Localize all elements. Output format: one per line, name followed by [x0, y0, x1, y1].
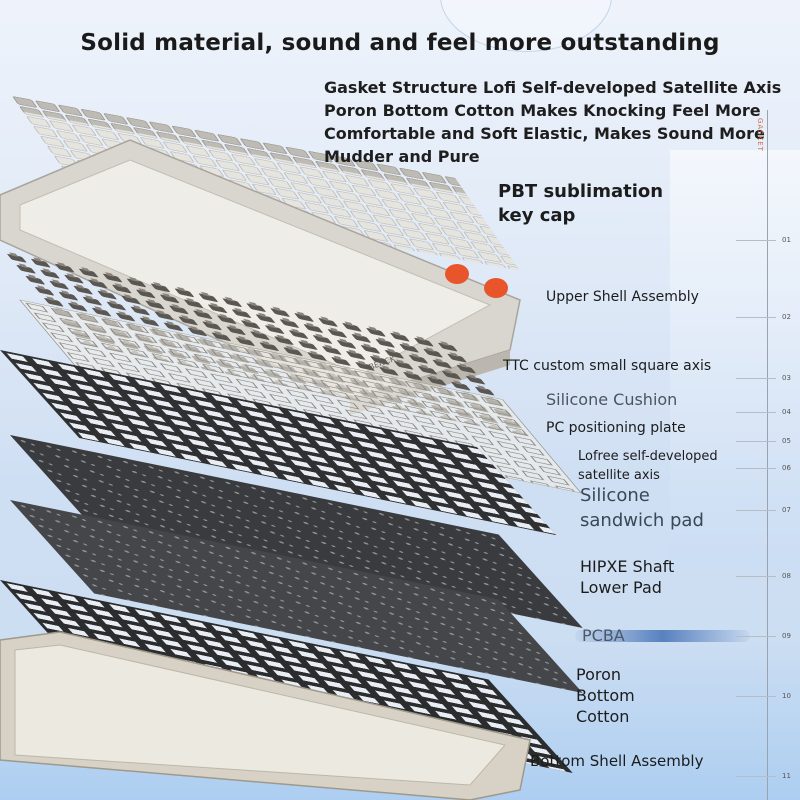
label-sandwich-line1: Silicone	[580, 485, 650, 506]
feature-description: Gasket Structure Lofi Self-developed Sat…	[324, 78, 782, 166]
label-poron-line1: Poron	[576, 665, 622, 684]
ruler-header: GASKET	[756, 118, 764, 152]
ruler-tick	[736, 412, 776, 413]
ruler-tick	[736, 378, 776, 379]
ruler-tick-label: 02	[782, 313, 791, 321]
label-pc-plate: PC positioning plate	[546, 420, 686, 436]
label-pbt-keycap: PBT sublimation key cap	[498, 180, 663, 228]
label-poron-line3: Cotton	[576, 707, 630, 726]
ruler-tick	[736, 468, 776, 469]
ruler-tick	[736, 317, 776, 318]
label-sandwich-line2: sandwich pad	[580, 510, 704, 531]
label-upper-shell: Upper Shell Assembly	[546, 289, 699, 305]
orange-knob-right	[484, 278, 508, 298]
ruler-tick	[736, 441, 776, 442]
ruler-tick-label: 05	[782, 437, 791, 445]
pcba-highlight-bar	[575, 630, 750, 642]
ruler-tick	[736, 776, 776, 777]
label-hipxe-line2: Lower Pad	[580, 578, 662, 597]
label-hipxe-pad: HIPXE Shaft Lower Pad	[580, 556, 674, 598]
ruler-tick-label: 06	[782, 464, 791, 472]
label-poron-cotton: Poron Bottom Cotton	[576, 664, 635, 727]
ruler-tick	[736, 510, 776, 511]
label-sandwich-pad: Silicone sandwich pad	[580, 483, 704, 533]
label-lofree-axis: Lofree self-developed satellite axis	[578, 447, 718, 485]
ruler-tick	[736, 576, 776, 577]
keycap-layer	[10, 95, 521, 271]
ruler-tick-label: 04	[782, 408, 791, 416]
ruler-tick-label: 09	[782, 632, 791, 640]
ruler-line	[767, 110, 768, 800]
ruler-tick	[736, 696, 776, 697]
ruler-tick-label: 03	[782, 374, 791, 382]
page-title: Solid material, sound and feel more outs…	[80, 30, 720, 56]
ruler-tick-label: 11	[782, 772, 791, 780]
label-poron-line2: Bottom	[576, 686, 635, 705]
orange-knob-left	[445, 264, 469, 284]
label-lofree-line2: satellite axis	[578, 468, 660, 483]
label-lofree-line1: Lofree self-developed	[578, 449, 718, 464]
ruler-tick-label: 01	[782, 236, 791, 244]
label-silicone-cushion: Silicone Cushion	[546, 390, 678, 409]
ruler-tick	[736, 636, 776, 637]
label-pbt-line1: PBT sublimation	[498, 181, 664, 202]
label-ttc-axis: TTC custom small square axis	[503, 358, 712, 374]
lower-pad-layer	[10, 500, 583, 693]
background-glass-panel	[670, 150, 800, 570]
label-hipxe-line1: HIPXE Shaft	[580, 557, 675, 576]
ruler-tick-label: 07	[782, 506, 791, 514]
ruler-tick-label: 10	[782, 692, 791, 700]
label-pbt-line2: key cap	[498, 205, 576, 226]
label-pcba: PCBA	[582, 626, 625, 645]
silicone-cushion-layer	[0, 350, 557, 536]
ruler-tick	[736, 240, 776, 241]
ruler-tick-label: 08	[782, 572, 791, 580]
sandwich-pad-layer	[10, 435, 583, 628]
bottom-shell-layer	[0, 631, 531, 800]
label-bottom-shell: Bottom Shell Assembly	[530, 752, 704, 770]
